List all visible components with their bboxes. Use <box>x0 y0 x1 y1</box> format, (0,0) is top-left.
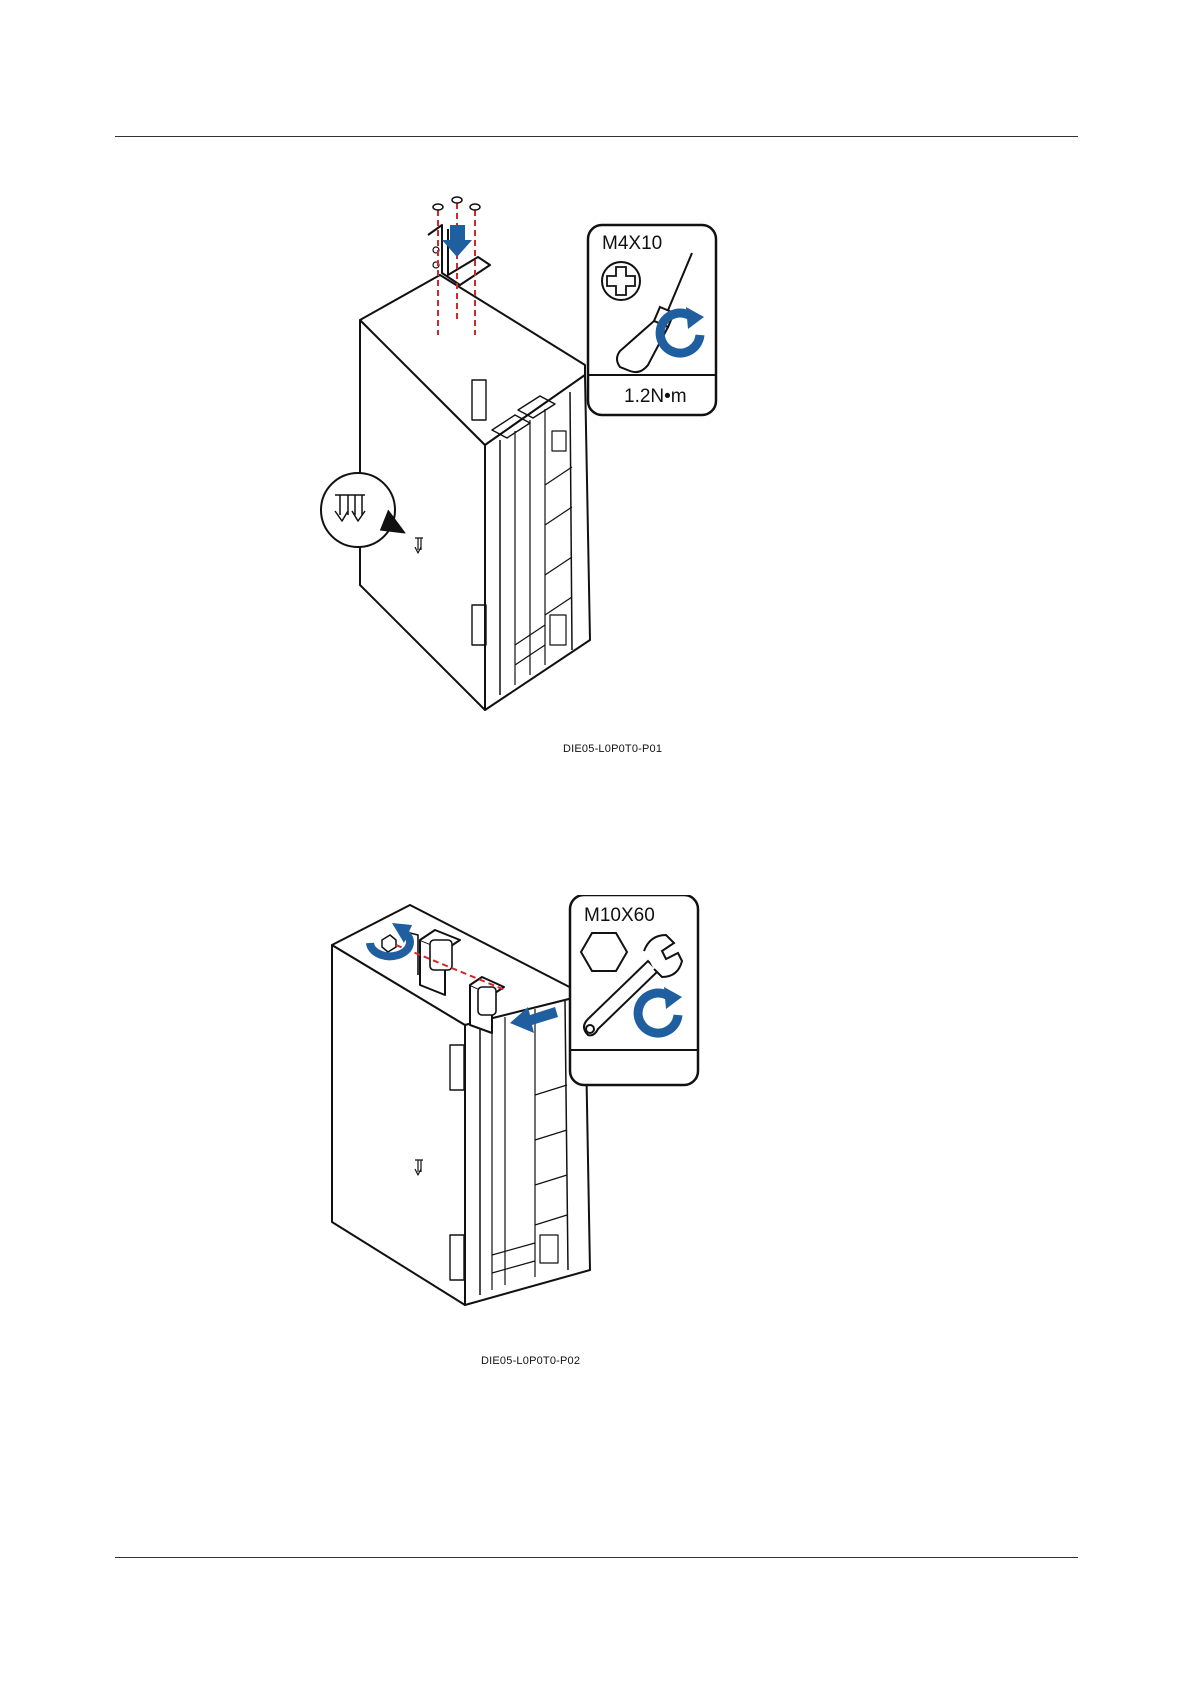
figure-2-illustration: M10X60 <box>320 895 770 1335</box>
header-rule <box>115 136 1078 137</box>
phillips-head-icon <box>602 262 640 300</box>
bolt-spec-label: M10X60 <box>584 905 655 926</box>
tool-spec-box-1: M4X10 1.2N•m <box>588 225 716 415</box>
zoom-callout <box>321 473 395 547</box>
figure-2-caption: DIE05-L0P0T0-P02 <box>481 1355 580 1367</box>
figure-1-caption: DIE05-L0P0T0-P01 <box>563 743 662 755</box>
hex-head-icon <box>581 933 627 971</box>
tool-spec-box-2: M10X60 <box>570 895 698 1085</box>
footer-rule <box>115 1557 1078 1558</box>
screw-spec-label: M4X10 <box>602 233 662 254</box>
figure-1-illustration: M4X10 1.2N•m <box>320 195 790 725</box>
torque-label: 1.2N•m <box>624 386 687 407</box>
